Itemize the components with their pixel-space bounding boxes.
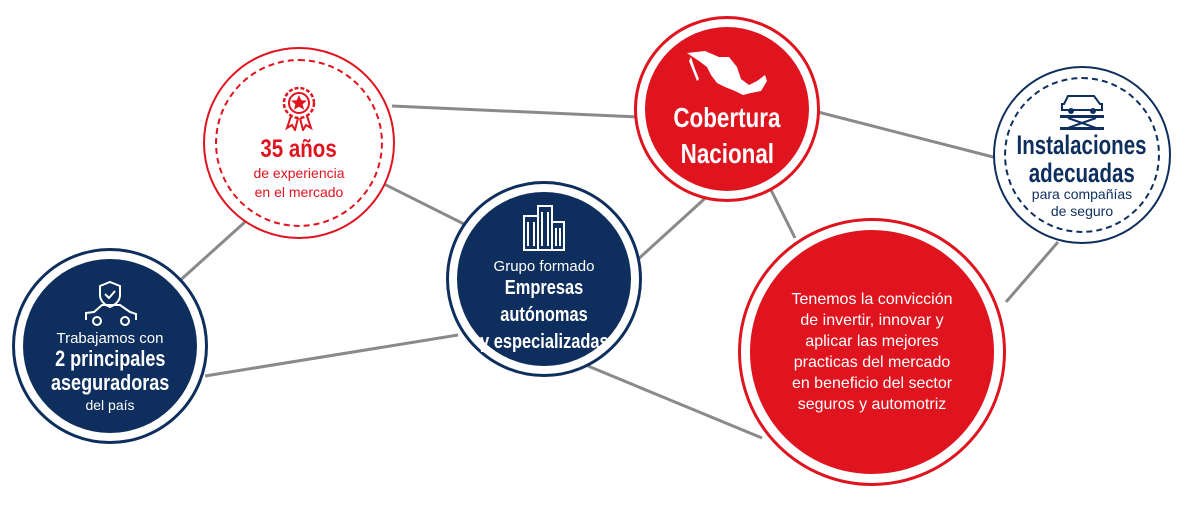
tenemos-line: practicas del mercado (793, 354, 951, 371)
car-lift-icon (1059, 95, 1104, 130)
anios-title: 35 años (260, 134, 338, 163)
mexico-map-icon (686, 51, 767, 95)
instalaciones-title-2: adecuadas (1028, 158, 1136, 188)
trabajamos-bold-2: aseguradoras (50, 369, 170, 395)
grupo-text: Grupo formado (493, 258, 595, 275)
cobertura-title-2: Nacional (680, 138, 774, 169)
grupo-bold-1: Empresas autónomas (500, 277, 588, 326)
tenemos-text: Tenemos la convicción de invertir, innov… (767, 289, 977, 415)
link-grupo-tenemos (587, 364, 763, 440)
grupo-bold-2: y especializadas (479, 331, 609, 353)
node-instalaciones: Instalaciones adecuadas para compañías d… (993, 66, 1171, 244)
node-anios: 35 años de experiencia en el mercado (203, 47, 395, 239)
link-anios-cobertura (391, 104, 641, 119)
node-tenemos: Tenemos la convicción de invertir, innov… (738, 218, 1006, 486)
trabajamos-bold-1: 2 principales (54, 345, 166, 371)
link-instalaciones-tenemos (1004, 241, 1060, 303)
node-cobertura: Cobertura Nacional (634, 16, 820, 202)
link-cobertura-tenemos (769, 189, 797, 239)
buildings-icon (523, 205, 565, 251)
tenemos-line: Tenemos la convicción (791, 291, 953, 308)
instalaciones-text-2: de seguro (1050, 203, 1114, 219)
anios-text-1: de experiencia (253, 164, 345, 181)
trabajamos-text: Trabajamos con (56, 329, 164, 347)
link-anios-grupo (379, 180, 465, 226)
tenemos-line: seguros y automotriz (797, 396, 947, 413)
instalaciones-title-1: Instalaciones (1016, 130, 1148, 160)
node-grupo: Grupo formado Empresas autónomas y espec… (446, 181, 642, 377)
trabajamos-text-2: del país (85, 396, 135, 413)
cobertura-title-1: Cobertura (673, 102, 781, 133)
award-star-icon (282, 86, 316, 131)
link-trabajamos-grupo (204, 333, 459, 378)
node-trabajamos: Trabajamos con 2 principales aseguradora… (12, 248, 208, 444)
tenemos-line: de invertir, innovar y (800, 312, 944, 329)
tenemos-line: aplicar las mejores (805, 333, 939, 350)
link-cobertura-instalaciones (817, 110, 998, 160)
shield-car-icon (84, 280, 137, 326)
tenemos-line: en beneficio del sector (791, 375, 953, 392)
instalaciones-text-1: para compañías (1031, 186, 1133, 202)
anios-text-2: en el mercado (254, 183, 344, 200)
link-grupo-cobertura (633, 190, 714, 264)
link-trabajamos-anios (173, 211, 257, 287)
